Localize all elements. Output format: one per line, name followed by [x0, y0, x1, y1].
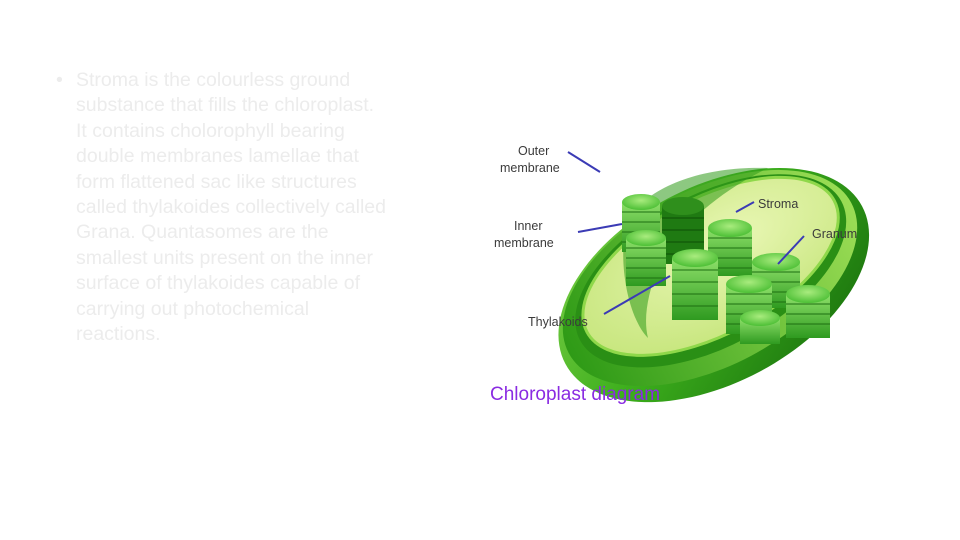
outer-membrane-label-line1: Outer [518, 144, 549, 158]
inner-membrane-label-line1: Inner [514, 219, 543, 233]
chloroplast-illustration: Outer membrane Inner membrane Stroma Gra… [478, 128, 910, 414]
outer-membrane-pointer [567, 151, 601, 173]
grana-stacks [622, 194, 830, 344]
granum-stack [672, 249, 718, 320]
bullet-item: • Stroma is the colourless ground substa… [56, 68, 386, 347]
granum-stack [626, 230, 666, 286]
inner-membrane-label-line2: membrane [494, 236, 554, 250]
bullet-icon: • [56, 69, 63, 91]
granum-stack [740, 310, 780, 344]
granum-pointer [777, 235, 805, 265]
stroma-label: Stroma [758, 197, 798, 211]
stroma-pointer [735, 201, 755, 213]
granum-label: Granum [812, 227, 857, 241]
bullet-paragraph: Stroma is the colourless ground substanc… [76, 69, 386, 346]
thylakoids-pointer [603, 275, 671, 315]
leader-lines [567, 151, 805, 315]
granum-stack [786, 285, 830, 338]
thylakoids-label: Thylakoids [528, 315, 588, 329]
outer-membrane-label-line2: membrane [500, 161, 560, 175]
bullet-text-block: • Stroma is the colourless ground substa… [56, 68, 386, 347]
diagram-caption: Chloroplast diagram [490, 384, 660, 405]
inner-membrane-pointer [577, 223, 623, 233]
chloroplast-diagram: Outer membrane Inner membrane Stroma Gra… [478, 128, 910, 414]
